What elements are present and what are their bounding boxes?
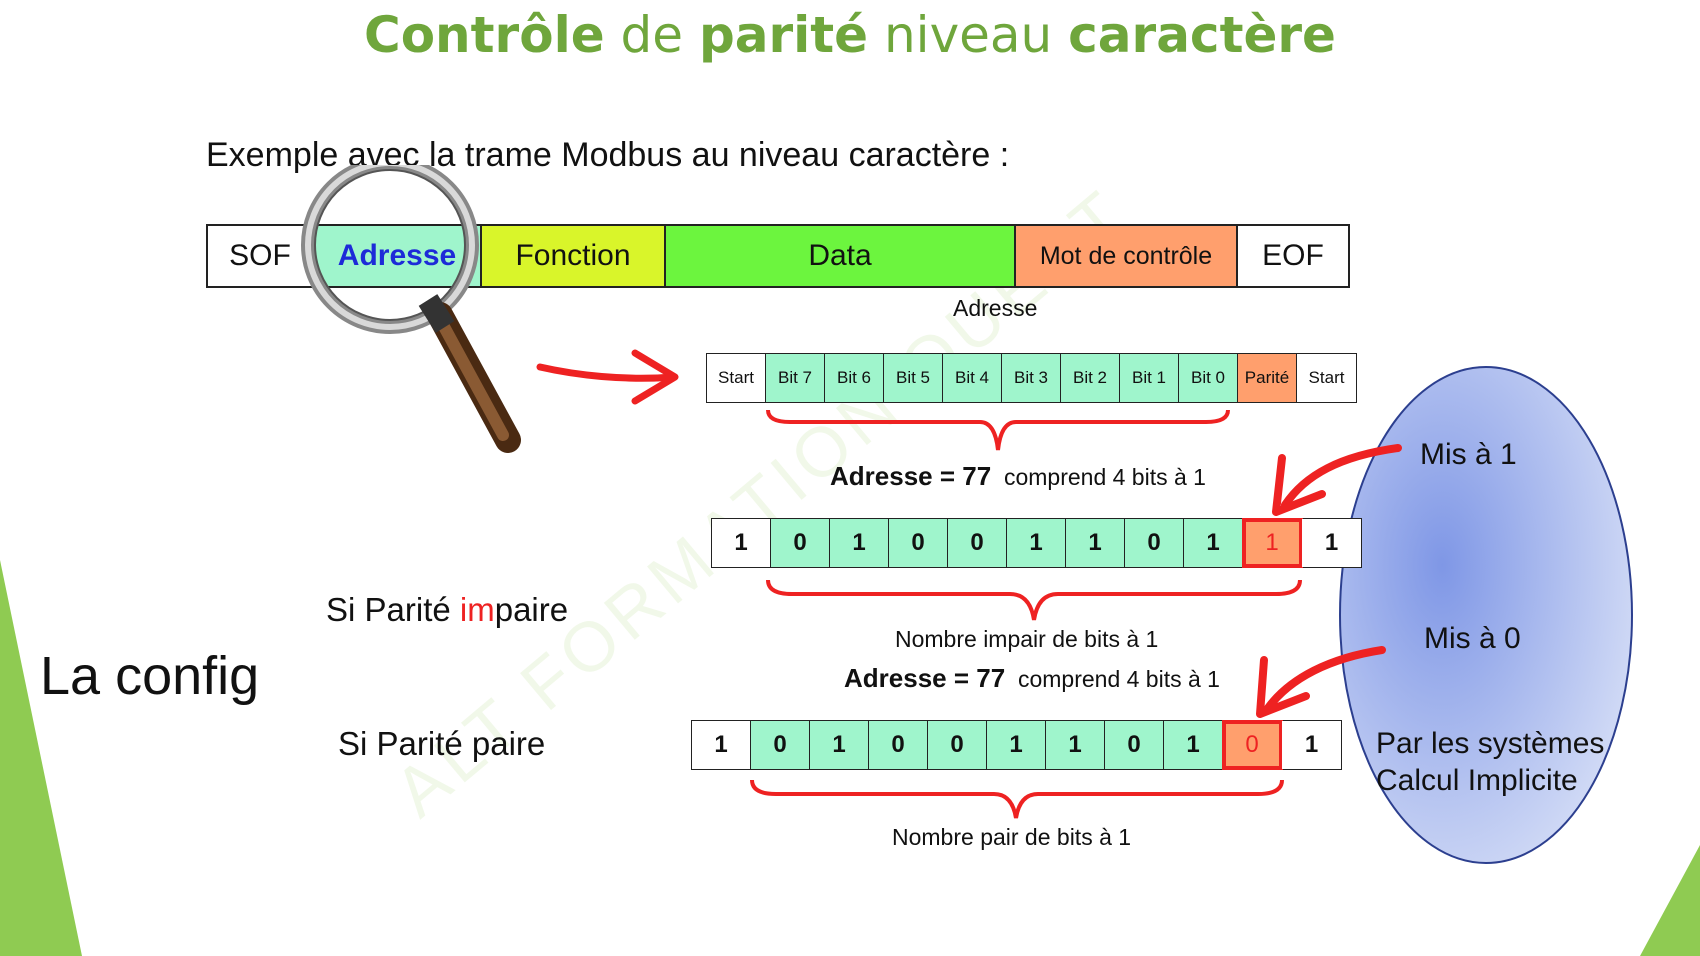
- title-part: de: [620, 6, 684, 64]
- bit-value: 0: [889, 519, 948, 567]
- bit-value: 1: [1066, 519, 1125, 567]
- odd-address-note: comprend 4 bits à 1: [1003, 464, 1206, 490]
- frame-address: Adresse: [314, 226, 482, 286]
- bit-value: 1: [1046, 721, 1105, 769]
- bit-label: Bit 4: [943, 354, 1002, 402]
- bit-label: Bit 3: [1002, 354, 1061, 402]
- frame-eof: EOF: [1238, 226, 1348, 286]
- odd-parity-prefix: Si Parité: [326, 591, 460, 628]
- frame-data: Data: [666, 226, 1016, 286]
- brace-even: [750, 779, 1284, 819]
- title-part: caractère: [1068, 6, 1336, 64]
- title-part: niveau: [883, 6, 1053, 64]
- callout-mis-a-1: Mis à 1: [1420, 438, 1517, 471]
- frame-caption: Adresse: [953, 295, 1038, 321]
- arrow-head-1: [1272, 454, 1326, 516]
- bit-value: 0: [1125, 519, 1184, 567]
- even-address-note: comprend 4 bits à 1: [1017, 666, 1220, 692]
- even-values-row: 1 0 1 0 0 1 1 0 1 0 1: [691, 720, 1342, 770]
- bit-value: 0: [771, 519, 830, 567]
- arrow-mis-a-1: [1281, 444, 1402, 509]
- bit-value: 1: [1184, 519, 1243, 567]
- parity-bit-odd: 1: [1242, 518, 1303, 568]
- title-part: parité: [698, 6, 869, 64]
- odd-address-label: Adresse = 77: [830, 461, 992, 491]
- modbus-frame: SOF Adresse Fonction Data Mot de contrôl…: [206, 224, 1350, 288]
- bit-value: 0: [869, 721, 928, 769]
- frame-function: Fonction: [482, 226, 666, 286]
- bit-label: Bit 7: [766, 354, 825, 402]
- bit-value: 1: [1302, 519, 1361, 567]
- bit-label: Start: [1297, 354, 1356, 402]
- magnifier-icon: [301, 165, 521, 453]
- bit-value: 0: [948, 519, 1007, 567]
- even-address-line: Adresse = 77 comprend 4 bits à 1: [844, 663, 1220, 694]
- ellipse-text-line2: Calcul Implicite: [1376, 764, 1578, 797]
- green-corner-right: [1640, 845, 1700, 956]
- bit-value: 0: [1105, 721, 1164, 769]
- odd-values-row: 1 0 1 0 0 1 1 0 1 1 1: [711, 518, 1362, 568]
- odd-parity-label: Si Parité impaire: [326, 591, 568, 629]
- bit-label-parity: Parité: [1238, 354, 1297, 402]
- bit-value: 0: [751, 721, 810, 769]
- title-part: Contrôle: [364, 6, 605, 64]
- arrow-head-0: [1256, 656, 1310, 718]
- bit-value: 1: [1282, 721, 1341, 769]
- brace-odd: [766, 579, 1302, 621]
- even-parity-label: Si Parité paire: [338, 725, 546, 762]
- bit-label: Bit 0: [1179, 354, 1238, 402]
- bit-label: Bit 5: [884, 354, 943, 402]
- bit-value: 1: [830, 519, 889, 567]
- odd-parity-highlight: im: [459, 591, 495, 628]
- even-caption: Nombre pair de bits à 1: [892, 824, 1132, 850]
- bit-value: 0: [928, 721, 987, 769]
- bit-value: 1: [987, 721, 1046, 769]
- config-label: La config: [40, 646, 260, 706]
- page-title: Contrôle de parité niveau caractère: [0, 6, 1700, 64]
- bit-value: 1: [810, 721, 869, 769]
- frame-sof: SOF: [208, 226, 314, 286]
- green-corner-left: [0, 560, 82, 956]
- ellipse-text-line1: Par les systèmes: [1376, 727, 1605, 760]
- bit-label: Start: [707, 354, 766, 402]
- bit-label: Bit 6: [825, 354, 884, 402]
- bit-label: Bit 1: [1120, 354, 1179, 402]
- bit-value: 1: [1007, 519, 1066, 567]
- arrow-mis-a-0: [1264, 646, 1386, 712]
- brace-top: [766, 409, 1230, 451]
- odd-parity-suffix: paire: [494, 591, 569, 628]
- parity-bit-even: 0: [1222, 720, 1283, 770]
- callout-mis-a-0: Mis à 0: [1424, 622, 1521, 655]
- odd-address-line: Adresse = 77 comprend 4 bits à 1: [830, 461, 1206, 492]
- parity-ellipse: [1339, 366, 1633, 864]
- frame-control-word: Mot de contrôle: [1016, 226, 1238, 286]
- intro-text: Exemple avec la trame Modbus au niveau c…: [206, 136, 1010, 174]
- odd-caption: Nombre impair de bits à 1: [895, 626, 1159, 652]
- bit-value: 1: [712, 519, 771, 567]
- bit-label: Bit 2: [1061, 354, 1120, 402]
- bit-value: 1: [1164, 721, 1223, 769]
- even-address-label: Adresse = 77: [844, 663, 1006, 693]
- arrow-icon: [536, 349, 679, 405]
- bit-labels-row: Start Bit 7 Bit 6 Bit 5 Bit 4 Bit 3 Bit …: [706, 353, 1357, 403]
- bit-value: 1: [692, 721, 751, 769]
